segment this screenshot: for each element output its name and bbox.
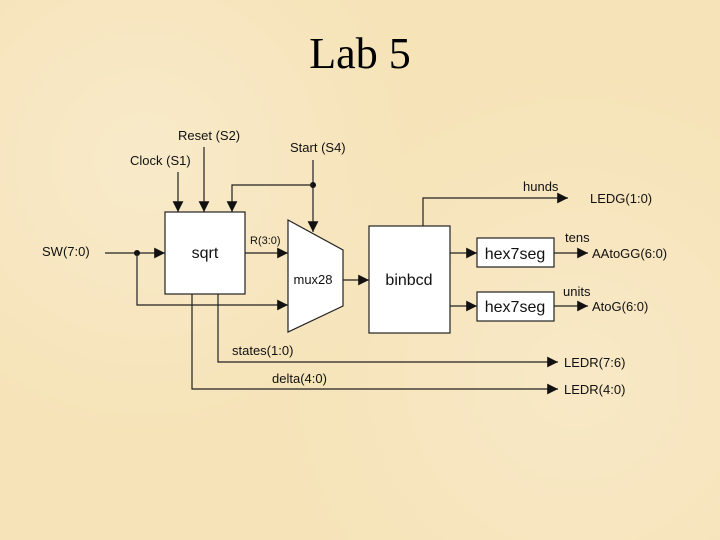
binbcd-label: binbcd [385,272,432,289]
reset-input-label: Reset (S2) [178,128,240,143]
atog-output-label: AtoG(6:0) [592,299,648,314]
units-signal-label: units [563,284,591,299]
aatogg-output-label: AAtoGG(6:0) [592,246,667,261]
hunds-signal-label: hunds [523,179,559,194]
ledg-output-label: LEDG(1:0) [590,191,652,206]
start-input-label: Start (S4) [290,140,346,155]
ledr-76-output-label: LEDR(7:6) [564,355,625,370]
states-signal-label: states(1:0) [232,343,293,358]
delta-wire [191,294,558,395]
clock-input-label: Clock (S1) [130,153,191,168]
hex7seg-tens-label: hex7seg [485,246,546,263]
sw-input-label: SW(7:0) [42,244,90,259]
start-to-sqrt-wire [226,184,313,212]
mux28-label: mux28 [293,272,332,287]
mux28-block [287,218,344,333]
binbcd-block [368,225,451,334]
hex7seg-units-label: hex7seg [485,299,546,316]
delta-signal-label: delta(4:0) [272,371,327,386]
sqrt-label: sqrt [192,245,219,262]
tens-signal-label: tens [565,230,590,245]
ledr-40-output-label: LEDR(4:0) [564,382,625,397]
slide-title: Lab 5 [309,29,411,78]
states-wire [217,294,558,368]
r-signal-label: R(3:0) [250,235,281,247]
sqrt-block [164,211,246,295]
hunds-wire [422,192,568,226]
sw-to-mux-wire [136,253,288,311]
